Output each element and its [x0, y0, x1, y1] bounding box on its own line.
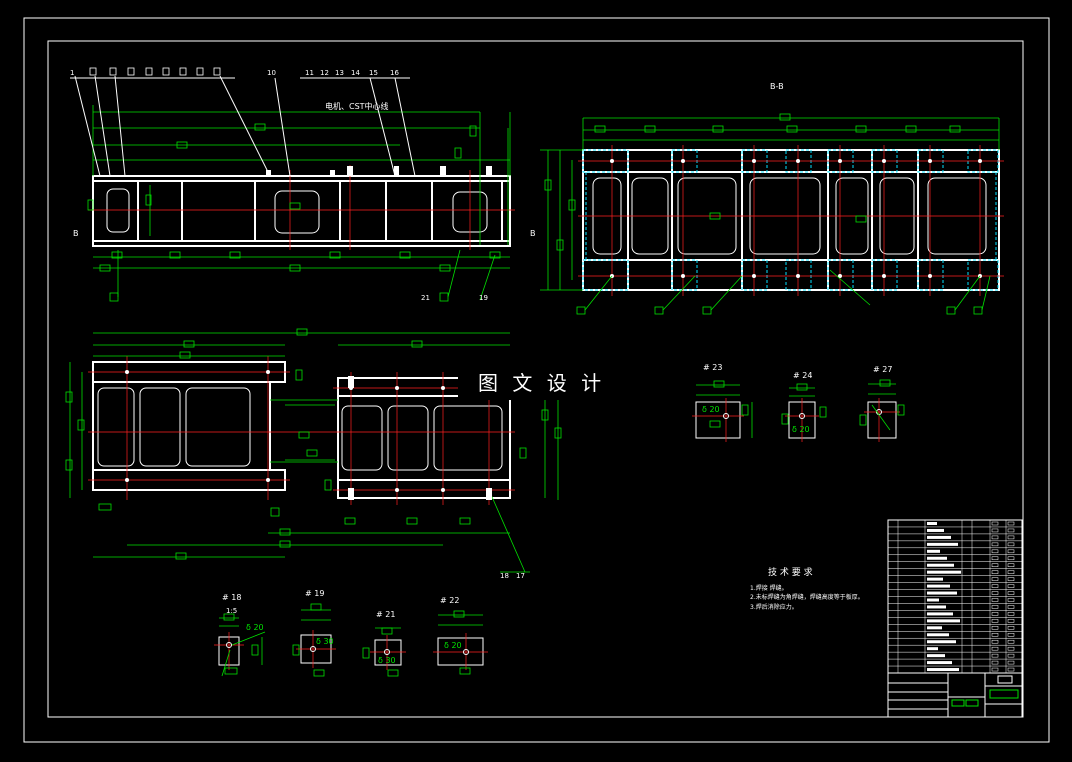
callout-15: 15 — [369, 69, 378, 77]
inner-frame — [47, 40, 1024, 718]
detail-24-title: # 24 — [793, 371, 812, 380]
tech-req-line-3: 3.焊后消除应力。 — [750, 603, 798, 611]
detail-22-title: # 22 — [440, 596, 459, 605]
watermark-text: 图 文 设 计 — [478, 371, 605, 395]
detail-21-dim: δ 30 — [378, 656, 396, 665]
tech-requirements: 技 术 要 求 1.焊接 焊缝。 2.未标焊缝为角焊缝，焊缝高度等于板厚。 3.… — [750, 566, 864, 611]
section-mark-left: B — [73, 229, 79, 238]
detail-27-title: # 27 — [873, 365, 892, 374]
callout-12: 12 — [320, 69, 329, 77]
callout-17: 17 — [516, 572, 525, 580]
parts-list — [887, 519, 1023, 674]
detail-21: # 21 δ 30 — [362, 610, 406, 677]
section-mark-right: B — [530, 229, 536, 238]
tech-req-title: 技 术 要 求 — [768, 566, 813, 578]
detail-21-title: # 21 — [376, 610, 395, 619]
detail-22: # 22 δ 20 — [433, 596, 488, 675]
detail-19-title: # 19 — [305, 589, 324, 598]
tech-req-line-1: 1.焊接 焊缝。 — [750, 584, 788, 592]
detail-22-dim: δ 20 — [444, 641, 462, 650]
callout-10: 10 — [267, 69, 276, 77]
detail-27: # 27 — [859, 365, 905, 442]
detail-19-dim: δ 30 — [316, 637, 334, 646]
callout-16: 16 — [390, 69, 399, 77]
detail-23: # 23 δ 20 — [692, 363, 753, 442]
centerline-label: 电机、CST中心线 — [325, 101, 389, 111]
callout-11: 11 — [305, 69, 314, 77]
callout-13: 13 — [335, 69, 344, 77]
tech-req-line-2: 2.未标焊缝为角焊缝，焊缝高度等于板厚。 — [750, 593, 864, 601]
detail-18: # 18 1:5 δ 20 — [214, 593, 266, 677]
callout-19: 19 — [479, 294, 488, 302]
detail-24-dim: δ 20 — [792, 425, 810, 434]
plan-view: 18 17 — [65, 328, 562, 580]
callout-1: 1 — [70, 69, 74, 77]
detail-24: # 24 δ 20 — [781, 371, 827, 442]
callout-14: 14 — [351, 69, 360, 77]
detail-23-dim: δ 20 — [702, 405, 720, 414]
detail-18-dim: δ 20 — [246, 623, 264, 632]
detail-19: # 19 δ 30 — [292, 589, 336, 677]
front-view: 1 10 11 12 13 14 15 16 电机、CST中心线 B B 21 … — [70, 67, 536, 302]
detail-18-title: # 18 — [222, 593, 241, 602]
title-block — [887, 672, 1023, 718]
callout-21: 21 — [421, 294, 430, 302]
section-title: B-B — [770, 82, 784, 91]
detail-18-scale: 1:5 — [226, 607, 237, 615]
detail-23-title: # 23 — [703, 363, 722, 372]
section-bb-view: B-B — [540, 82, 1004, 315]
outer-frame — [23, 17, 1050, 743]
callout-18: 18 — [500, 572, 509, 580]
